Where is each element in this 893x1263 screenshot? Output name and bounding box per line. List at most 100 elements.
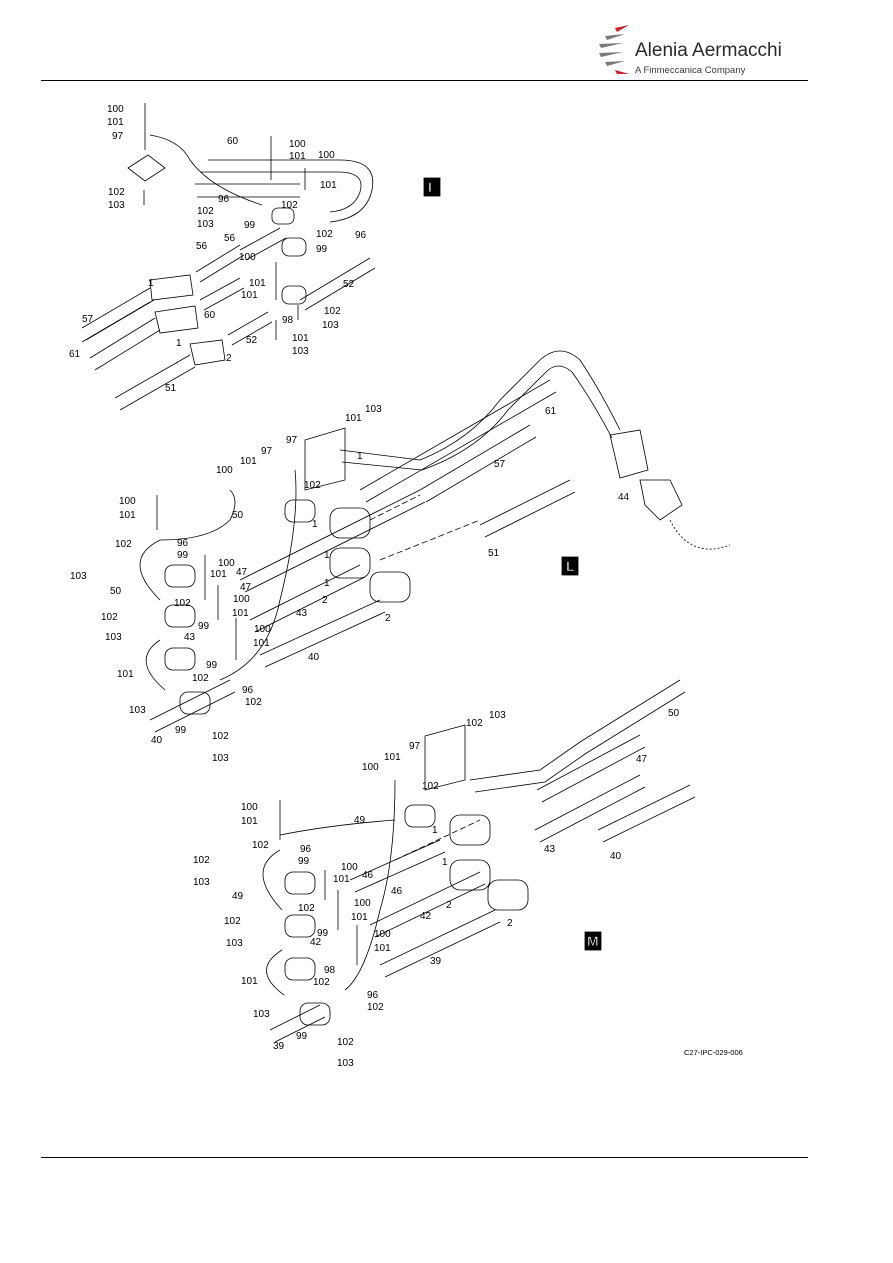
item-callout: 100: [362, 762, 379, 773]
item-callout: 101: [249, 278, 266, 289]
item-callout: 47: [236, 567, 248, 578]
item-callout: 101: [119, 510, 136, 521]
item-callout: 99: [177, 550, 189, 561]
item-callout: 102: [313, 977, 330, 988]
item-callout: 51: [165, 383, 177, 394]
item-callout: 1: [148, 278, 154, 289]
item-callout: 103: [365, 404, 382, 415]
item-callout: 43: [296, 608, 308, 619]
item-callout: 46: [362, 870, 374, 881]
item-callout: 101: [320, 180, 337, 191]
item-callout: 96: [242, 685, 254, 696]
item-callout: 40: [308, 652, 320, 663]
item-callout: 102: [197, 206, 214, 217]
item-callout: 50: [110, 586, 122, 597]
item-callout: 57: [82, 314, 94, 325]
item-callout: 103: [253, 1009, 270, 1020]
item-callout: 102: [174, 598, 191, 609]
brand-name: Alenia Aermacchi: [635, 40, 782, 61]
item-callout: 101: [241, 976, 258, 987]
view-m-letter: M: [587, 933, 599, 949]
footer-rule: [41, 1157, 808, 1158]
item-callout: 102: [466, 718, 483, 729]
item-callout: 99: [317, 928, 329, 939]
item-callout: 102: [101, 612, 118, 623]
item-callout: 100: [341, 862, 358, 873]
item-callout: 103: [108, 200, 125, 211]
item-callout: 96: [355, 230, 367, 241]
item-callout: 102: [115, 539, 132, 550]
item-callout: 99: [206, 660, 218, 671]
item-callout: 103: [129, 705, 146, 716]
item-callout: 101: [292, 333, 309, 344]
view-i-letter: I: [428, 179, 432, 195]
item-callout: 102: [281, 200, 298, 211]
item-callout: 2: [322, 595, 328, 606]
item-callout: 98: [282, 315, 294, 326]
view-l-drawing: [139, 350, 731, 733]
item-callout: 99: [244, 220, 256, 231]
view-m-flag: M: [584, 931, 602, 951]
item-callout: 100: [107, 104, 124, 115]
item-callout: 101: [210, 569, 227, 580]
item-callout: 57: [494, 459, 506, 470]
item-callout: 101: [117, 669, 134, 680]
item-callout: 1: [176, 338, 182, 349]
item-callout: 100: [119, 496, 136, 507]
item-callout: 101: [232, 608, 249, 619]
item-callout: 100: [241, 802, 258, 813]
item-callout: 100: [254, 624, 271, 635]
item-callout: 102: [316, 229, 333, 240]
item-callout: 103: [197, 219, 214, 230]
item-callout: 101: [345, 413, 362, 424]
item-callout: 100: [233, 594, 250, 605]
figure-reference: C27-IPC-029-006: [684, 1048, 743, 1057]
item-callout: 100: [354, 898, 371, 909]
item-callout: 43: [184, 632, 196, 643]
item-callout: 102: [192, 673, 209, 684]
item-callout: 98: [324, 965, 336, 976]
item-callout: 39: [273, 1041, 285, 1052]
item-callout: 1: [312, 519, 318, 530]
item-callout: 2: [226, 353, 232, 364]
item-callout: 97: [286, 435, 298, 446]
item-callout: 47: [636, 754, 648, 765]
item-callout: 61: [545, 406, 557, 417]
item-callout: 1: [324, 550, 330, 561]
item-callout: 102: [298, 903, 315, 914]
header-rule: [41, 80, 808, 81]
item-callout: 101: [351, 912, 368, 923]
item-callout: 101: [289, 151, 306, 162]
logo-swoosh-icon: [599, 25, 629, 74]
view-i-callouts: 100 101 97 60 100 101 100 101 102 103 96…: [69, 104, 367, 394]
item-callout: 97: [112, 131, 124, 142]
item-callout: 103: [489, 710, 506, 721]
item-callout: 102: [245, 697, 262, 708]
view-l-letter: L: [566, 558, 575, 574]
item-callout: 101: [374, 943, 391, 954]
item-callout: 103: [292, 346, 309, 357]
item-callout: 103: [212, 753, 229, 764]
item-callout: 1: [357, 451, 363, 462]
item-callout: 99: [298, 856, 310, 867]
item-callout: 40: [610, 851, 622, 862]
item-callout: 46: [391, 886, 403, 897]
item-callout: 102: [212, 731, 229, 742]
item-callout: 99: [296, 1031, 308, 1042]
item-callout: 52: [343, 279, 355, 290]
item-callout: 102: [193, 855, 210, 866]
item-callout: 100: [216, 465, 233, 476]
item-callout: 100: [374, 929, 391, 940]
item-callout: 56: [196, 241, 208, 252]
item-callout: 103: [322, 320, 339, 331]
item-callout: 101: [241, 290, 258, 301]
item-callout: 99: [175, 725, 187, 736]
item-callout: 2: [385, 613, 391, 624]
item-callout: 51: [488, 548, 500, 559]
item-callout: 42: [310, 937, 322, 948]
item-callout: 100: [318, 150, 335, 161]
item-callout: 101: [241, 816, 258, 827]
item-callout: 100: [239, 252, 256, 263]
item-callout: 49: [354, 815, 366, 826]
item-callout: 49: [232, 891, 244, 902]
